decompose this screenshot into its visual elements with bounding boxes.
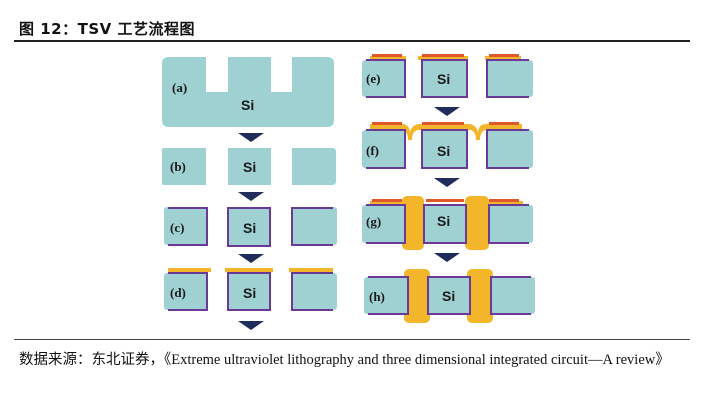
arrow-e-f bbox=[434, 107, 460, 116]
step-d-liner-right bbox=[291, 272, 333, 311]
step-c-liner-left bbox=[168, 207, 208, 246]
arrow-g-h bbox=[434, 253, 460, 262]
step-f-liner-left bbox=[366, 129, 406, 169]
step-g-si-label: Si bbox=[437, 213, 450, 229]
step-d-block-center bbox=[227, 272, 271, 311]
step-f-block-left bbox=[362, 130, 405, 168]
step-e-pad-left-outer bbox=[370, 56, 406, 60]
top-rule bbox=[14, 40, 690, 42]
step-f-si-label: Si bbox=[437, 143, 450, 159]
step-d-block-right bbox=[292, 273, 337, 310]
step-c-liner-right bbox=[291, 207, 333, 246]
step-e: (e) Si bbox=[362, 54, 533, 98]
step-h-block-center bbox=[427, 276, 471, 315]
step-f-copper-overburden bbox=[370, 124, 522, 140]
step-e-pad-right-inner bbox=[489, 54, 519, 57]
step-d-liner-left bbox=[168, 272, 208, 311]
step-b-si-label: Si bbox=[243, 159, 256, 175]
step-g-copper-left bbox=[402, 196, 424, 250]
tsv-process-diagram: (a) Si (b) Si (c) Si (d) Si bbox=[162, 54, 535, 330]
step-g-label: (g) bbox=[366, 214, 381, 229]
step-b-label: (b) bbox=[170, 159, 186, 174]
step-f-pad-right-inner bbox=[489, 122, 519, 125]
step-b-block-center bbox=[228, 148, 271, 185]
step-d-block-left bbox=[164, 273, 207, 310]
step-e-block-left bbox=[362, 60, 405, 97]
arrow-d-next bbox=[238, 321, 264, 330]
step-d-pad-right bbox=[289, 268, 333, 272]
step-d-pad-left bbox=[168, 268, 211, 272]
step-f: (f) Si bbox=[362, 122, 533, 169]
step-h-block-left bbox=[364, 277, 408, 314]
step-g-pad-center-inner bbox=[426, 199, 464, 202]
step-h-copper-right bbox=[467, 269, 493, 323]
step-f-liner-right bbox=[486, 129, 529, 169]
step-e-pad-right-outer bbox=[485, 56, 521, 60]
step-d-label: (d) bbox=[170, 285, 186, 300]
step-b-block-left bbox=[162, 148, 206, 185]
source-note: 数据来源：东北证券，《Extreme ultraviolet lithograp… bbox=[19, 352, 670, 368]
arrow-c-d bbox=[238, 254, 264, 263]
step-e-si-label: Si bbox=[437, 71, 450, 87]
step-g-liner-left bbox=[366, 204, 406, 244]
step-h-si-label: Si bbox=[442, 288, 455, 304]
step-e-pad-center-inner bbox=[422, 54, 464, 57]
step-f-block-center bbox=[421, 129, 468, 169]
step-f-pad-left-inner bbox=[372, 122, 402, 125]
step-a-si-label: Si bbox=[241, 97, 254, 113]
step-g-pad-right-outer bbox=[487, 201, 523, 205]
step-g-block-right bbox=[489, 205, 533, 243]
step-c-label: (c) bbox=[170, 220, 184, 235]
step-e-liner-left bbox=[366, 59, 406, 98]
figure-title: 图 12：TSV 工艺流程图 bbox=[19, 20, 195, 38]
step-f-label: (f) bbox=[366, 143, 379, 158]
step-h-copper-left bbox=[404, 269, 430, 323]
step-b: (b) Si bbox=[162, 148, 336, 185]
step-g-pad-left-outer bbox=[370, 201, 404, 205]
step-g: (g) Si bbox=[362, 196, 533, 250]
arrow-b-c bbox=[238, 192, 264, 201]
step-h-block-right bbox=[491, 277, 535, 314]
step-g-pad-right-inner bbox=[489, 199, 519, 202]
arrow-a-b bbox=[238, 133, 264, 142]
step-e-pad-left-inner bbox=[372, 54, 402, 57]
step-c: (c) Si bbox=[164, 207, 337, 247]
step-g-pad-left-inner bbox=[372, 199, 402, 202]
step-c-block-left bbox=[164, 207, 207, 245]
step-g-copper-right bbox=[465, 196, 489, 250]
step-f-pad-center-inner bbox=[422, 122, 464, 125]
step-b-block-right bbox=[292, 148, 336, 185]
step-e-pad-center-outer bbox=[418, 56, 468, 60]
step-h-liner-left bbox=[368, 276, 409, 315]
step-c-si-label: Si bbox=[243, 220, 256, 236]
step-a-wafer bbox=[162, 57, 334, 127]
step-g-block-center bbox=[423, 204, 467, 244]
step-e-label: (e) bbox=[366, 71, 380, 86]
step-a-label: (a) bbox=[172, 80, 187, 95]
step-a: (a) Si bbox=[162, 57, 334, 127]
step-c-block-center bbox=[227, 207, 271, 247]
step-d-pad-center bbox=[225, 268, 273, 272]
step-g-block-left bbox=[362, 205, 405, 243]
step-g-liner-right bbox=[488, 204, 529, 244]
step-e-block-center bbox=[421, 59, 468, 98]
bottom-rule bbox=[14, 339, 690, 340]
step-d: (d) Si bbox=[164, 268, 337, 311]
arrow-f-g bbox=[434, 178, 460, 187]
step-h: (h) Si bbox=[364, 269, 535, 323]
step-h-label: (h) bbox=[369, 289, 385, 304]
step-e-liner-right bbox=[486, 59, 529, 98]
step-d-si-label: Si bbox=[243, 285, 256, 301]
step-h-liner-right bbox=[490, 276, 531, 315]
step-f-block-right bbox=[487, 130, 533, 168]
step-e-block-right bbox=[487, 60, 533, 97]
step-c-block-right bbox=[292, 207, 337, 245]
